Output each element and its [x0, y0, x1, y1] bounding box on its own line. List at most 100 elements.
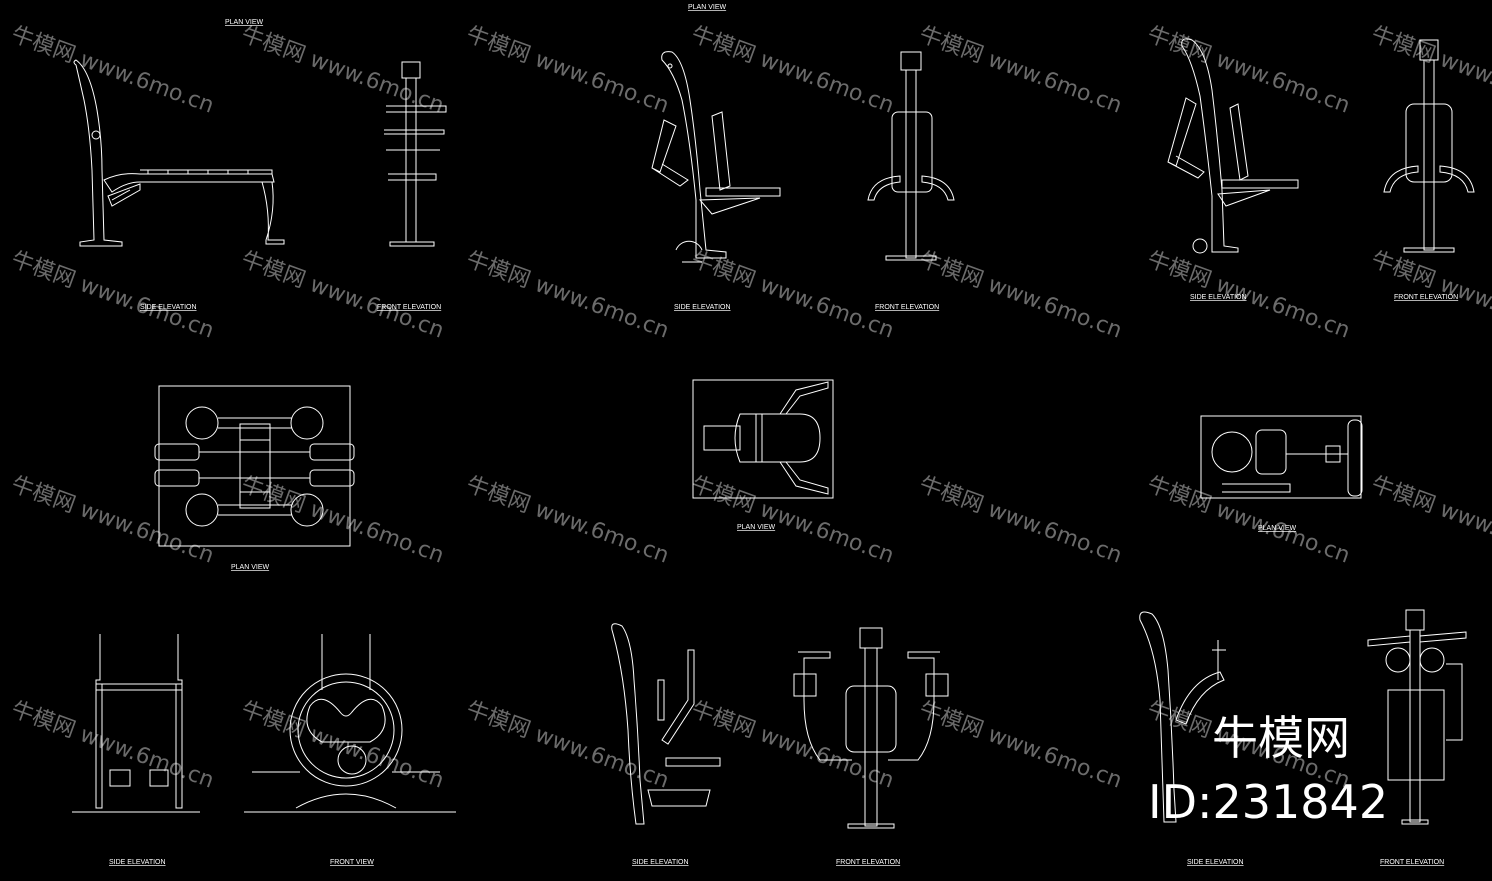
- watermark: 牛模网 www.6mo.cn: [8, 247, 217, 344]
- press2-seat: [1217, 179, 1299, 207]
- watermark: 牛模网 www.6mo.cn: [8, 22, 217, 119]
- wheel-side-steps: [109, 769, 169, 787]
- watermark: 牛模网 www.6mo.cn: [916, 22, 1125, 119]
- plan1-pad: [290, 493, 324, 527]
- chest-front-head: [859, 627, 883, 649]
- press2-front-handles: [1383, 165, 1475, 193]
- watermark: 牛模网 www.6mo.cn: [916, 247, 1125, 344]
- chest-side-handle: [657, 679, 665, 721]
- plan1-pad: [185, 406, 219, 440]
- watermark: 牛模网 www.6mo.cn: [688, 22, 897, 119]
- plan-view-label: PLAN VIEW: [225, 19, 264, 26]
- press-side-frame: [661, 51, 727, 259]
- bench-seat-slats: [140, 169, 273, 174]
- watermark: 牛模网 www.6mo.cn: [1144, 247, 1353, 344]
- chest-front-post: [864, 647, 878, 827]
- plan1-bars: [218, 417, 292, 516]
- brand-overlay: 牛模网 ID:231842: [1148, 711, 1388, 829]
- shoulder-side-frame: [1139, 611, 1177, 823]
- watermark: 牛模网 www.6mo.cn: [916, 472, 1125, 569]
- press2-front-base: [1403, 247, 1455, 253]
- press-front-head: [900, 51, 922, 71]
- chest-front-arms: [798, 651, 940, 761]
- shoulder-front-base: [1401, 819, 1429, 825]
- drawing-plan-2: PLAN VIEW: [692, 379, 834, 531]
- brand-name: 牛模网: [1212, 711, 1350, 765]
- drawing-bench: PLAN VIEW SIDE ELEVATION FRONT ELEVATION: [73, 19, 447, 311]
- plan1-pad: [185, 493, 219, 527]
- shoulder-front-disk: [1419, 647, 1445, 673]
- drawing-plan-1: PLAN VIEW: [154, 385, 355, 571]
- plan3-bars: [1222, 445, 1348, 493]
- side-elevation-label: SIDE ELEVATION: [1190, 294, 1247, 301]
- wheel-inner: [297, 681, 395, 779]
- press2-front-post: [1423, 59, 1435, 251]
- press-front-post: [905, 69, 917, 259]
- plan1-step: [309, 443, 355, 461]
- plan3-frame: [1200, 415, 1362, 499]
- watermark: 牛模网 www.6mo.cn: [238, 247, 447, 344]
- bench-front-leg: [261, 181, 285, 245]
- shoulder-front-disk: [1385, 647, 1411, 673]
- chest-front-grip: [925, 673, 949, 697]
- plan-view-label: PLAN VIEW: [1258, 525, 1297, 532]
- watermark: 牛模网 www.6mo.cn: [1144, 22, 1353, 119]
- front-elevation-label: FRONT ELEVATION: [836, 859, 900, 866]
- watermark: 牛模网 www.6mo.cn: [1144, 472, 1353, 569]
- plan-view-label: PLAN VIEW: [737, 524, 776, 531]
- plan1-step: [154, 443, 200, 461]
- wheel-side-frame: [95, 634, 183, 809]
- side-elevation-label: SIDE ELEVATION: [109, 859, 166, 866]
- watermark: 牛模网 www.6mo.cn: [463, 247, 672, 344]
- drawing-seated-press-2: SIDE ELEVATION FRONT ELEVATION: [1167, 38, 1475, 301]
- plan3-seat: [1255, 429, 1287, 475]
- plan2-frame: [692, 379, 834, 499]
- plan2-arms: [779, 381, 829, 495]
- side-elevation-label: SIDE ELEVATION: [632, 859, 689, 866]
- plan2-back: [703, 425, 741, 451]
- drawing-plan-3: PLAN VIEW: [1200, 415, 1363, 532]
- watermark: 牛模网 www.6mo.cn: [688, 472, 897, 569]
- front-elevation-label: FRONT ELEVATION: [377, 304, 441, 311]
- drawing-seated-press: PLAN VIEW SIDE ELEVATION FRONT ELEVATION: [651, 4, 955, 311]
- press-bolt: [667, 63, 673, 69]
- plan3-disk: [1211, 431, 1253, 473]
- drawing-wheel-trainer: SIDE ELEVATION FRONT VIEW: [72, 634, 456, 866]
- shoulder-front-post: [1409, 629, 1421, 823]
- shoulder-front-arms: [1367, 631, 1467, 647]
- shoulder-front-body: [1387, 663, 1463, 781]
- side-elevation-label: SIDE ELEVATION: [674, 304, 731, 311]
- plan-view-label: PLAN VIEW: [231, 564, 270, 571]
- brand-id: ID:231842: [1148, 775, 1388, 829]
- plan1-pad: [290, 406, 324, 440]
- plan1-frame: [158, 385, 351, 547]
- wheel-seat: [306, 698, 386, 743]
- bench-side-backrest: [73, 59, 123, 247]
- chest-front-grip: [793, 673, 817, 697]
- side-elevation-label: SIDE ELEVATION: [140, 304, 197, 311]
- bench-front-arms: [384, 105, 447, 181]
- press-front-base: [885, 255, 937, 261]
- front-view-label: FRONT VIEW: [330, 859, 374, 866]
- bench-gusset: [107, 183, 141, 207]
- press2-side-frame: [1181, 38, 1239, 253]
- shoulder-front-head: [1405, 609, 1425, 631]
- plan1-step: [309, 469, 355, 487]
- press2-arm: [1167, 97, 1205, 179]
- chest-side-frame: [611, 623, 645, 825]
- watermark: 牛模网 www.6mo.cn: [916, 697, 1125, 794]
- press2-front-back: [1405, 103, 1453, 183]
- watermark: 牛模网 www.6mo.cn: [8, 472, 217, 569]
- plan1-step: [154, 469, 200, 487]
- wheel-hub: [337, 745, 367, 775]
- watermark-layer: 牛模网 www.6mo.cn 牛模网 www.6mo.cn 牛模网 www.6m…: [8, 22, 1492, 794]
- front-elevation-label: FRONT ELEVATION: [1380, 859, 1444, 866]
- bench-front-base: [389, 241, 435, 247]
- press-front-handles: [867, 175, 955, 201]
- chest-side-parts: [647, 649, 721, 807]
- front-elevation-label: FRONT ELEVATION: [875, 304, 939, 311]
- plan2-seat-lines: [755, 414, 763, 462]
- plan3-pad: [1347, 419, 1363, 497]
- watermark: 牛模网 www.6mo.cn: [688, 697, 897, 794]
